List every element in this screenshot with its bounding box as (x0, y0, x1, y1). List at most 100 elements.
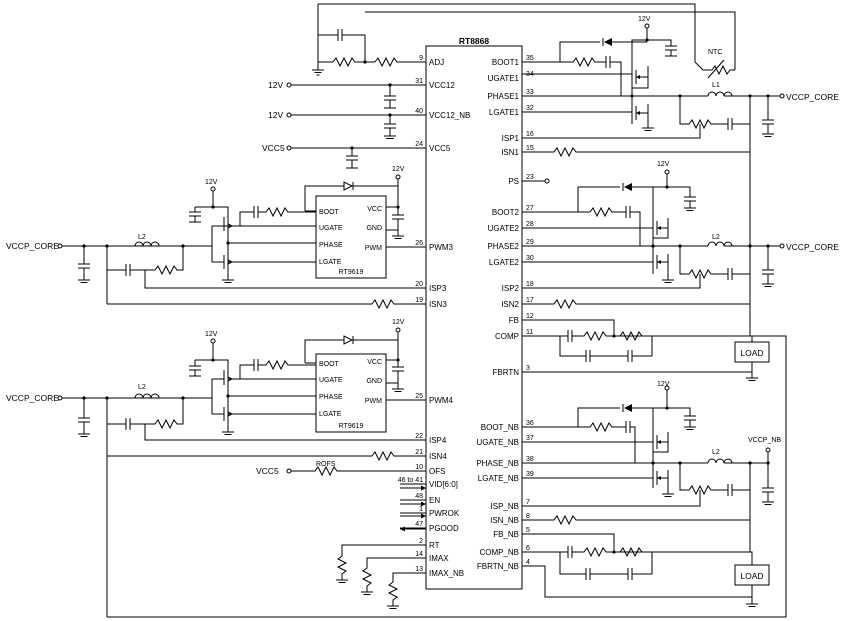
vccp-nb-label: VCCP_NB (748, 437, 781, 444)
chip-right-pin-label: LGATE2 (489, 258, 520, 267)
chip-left-pin-label: VCC5 (429, 144, 451, 153)
chip-right-pin-number: 5 (526, 527, 530, 534)
chip-left-pin-number: 40 (415, 108, 423, 115)
phase2-power-stage: 12V L2 (522, 161, 839, 310)
chip-right-pin-number: 7 (526, 499, 530, 506)
chip-name: RT8868 (459, 36, 490, 46)
chip-right-pin-number: 23 (526, 174, 534, 181)
chip-right-pin-number: 29 (526, 239, 534, 246)
chip-left-pin-label: PWROK (429, 509, 460, 518)
chip-right-pin-number: 27 (526, 205, 534, 212)
vccp-core-label-left2: VCCP_CORE (6, 393, 59, 403)
chip-right-pin-label: PHASE_NB (476, 459, 519, 468)
chip-left-pin-number: 47 (415, 521, 423, 528)
chip-left-pin-number: 1 (419, 506, 423, 513)
driver2-name: RT9619 (339, 423, 364, 430)
driver1-boot-pin: BOOT (319, 209, 340, 216)
driver1-name: RT9619 (339, 269, 364, 276)
chip-left-pin-label: PWM4 (429, 396, 454, 405)
driver2-vcc-pin: VCC (367, 359, 382, 366)
l2-label-3: L2 (712, 234, 720, 241)
chip-left-pin-label: OFS (429, 467, 445, 476)
chip-right-pin-number: 18 (526, 281, 534, 288)
chip-right-pin-number: 39 (526, 471, 534, 478)
chip-right-pin-number: 12 (526, 313, 534, 320)
chip-right-pin-label: FBRTN_NB (477, 562, 519, 571)
chip-right-pin-number: 38 (526, 456, 534, 463)
chip-left-pin-number: 31 (415, 78, 423, 85)
load-label-2: LOAD (740, 571, 763, 581)
chip-right-pin-number: 28 (526, 221, 534, 228)
chip-left-pin-label: VCC12 (429, 81, 455, 90)
chip-right-pin-number: 4 (526, 559, 530, 566)
driver1-pwm-pin: PWM (365, 245, 382, 252)
phase3-12v-label: 12V (205, 179, 218, 186)
phase1-12v-label: 12V (638, 16, 651, 23)
vccp-core-label-right2: VCCP_CORE (786, 242, 839, 252)
driver1-12v-label: 12V (392, 166, 405, 173)
chip-right-pin-label: BOOT2 (492, 208, 520, 217)
chip-right-pin-number: 16 (526, 131, 534, 138)
chip-right-pin-label: ISP_NB (491, 502, 519, 511)
driver2-pwm-pin: PWM (365, 398, 382, 405)
driver1-vcc-pin: VCC (367, 206, 382, 213)
chip-right-pin-label: UGATE2 (488, 224, 520, 233)
compensation-network: LOAD (107, 319, 787, 618)
chip-right-pin-label: LGATE1 (489, 108, 520, 117)
load-label-1: LOAD (740, 348, 763, 358)
l2-label-2: L2 (138, 384, 146, 391)
vccp-core-label-left1: VCCP_CORE (6, 241, 59, 251)
chip-left-pin-number: 46 to 41 (398, 477, 423, 484)
l2-label-nb: L2 (712, 449, 720, 456)
chip-right-pin-number: 17 (526, 297, 534, 304)
chip-left-pin-number: 20 (415, 281, 423, 288)
chip-right-pin-label: LGATE_NB (478, 474, 519, 483)
chip-right-pin-label: PHASE1 (487, 92, 519, 101)
driver2-lgate-pin: LGATE (319, 411, 342, 418)
ps-pin-net (522, 178, 550, 184)
chip-left-pin-label: ISP4 (429, 436, 447, 445)
chip-right-pin-number: 33 (526, 89, 534, 96)
chip-right-pin-label: UGATE1 (488, 74, 520, 83)
rt9619-driver-phase4: BOOT UGATE PHASE LGATE VCC GND PWM RT961… (6, 319, 426, 617)
chip-right-pin-number: 15 (526, 145, 534, 152)
chip-left-pin-label: VCC12_NB (429, 111, 470, 120)
chip-left-pin-label: PWM3 (429, 243, 454, 252)
chip-left-pin-label: ISP3 (429, 284, 447, 293)
chip-left-pin-number: 14 (415, 551, 423, 558)
chip-right-pin-label: FB_NB (493, 530, 519, 539)
chip-right-pin-label: COMP_NB (479, 548, 519, 557)
chip-right-pin-label: ISP2 (502, 284, 520, 293)
chip-left-pin-number: 48 (415, 493, 423, 500)
chip-right-pin-label: ISN2 (501, 300, 519, 309)
chip-left-pin-number: 13 (415, 566, 423, 573)
rt-imax-resistors (336, 544, 426, 609)
chip-left-pin-number: 26 (415, 240, 423, 247)
chip-right-pin-label: UGATE_NB (476, 438, 519, 447)
chip-right-pin-number: 37 (526, 435, 534, 442)
rt9619-driver-phase3: BOOT UGATE PHASE LGATE VCC GND PWM RT961… (6, 166, 426, 310)
vccp-core-label-right1: VCCP_CORE (786, 92, 839, 102)
vcc12-supply: 12V 12V VCC5 (262, 80, 426, 169)
chip-right-pin-number: 6 (526, 545, 530, 552)
driver2-phase-pin: PHASE (319, 394, 343, 401)
driver2-12v-label: 12V (392, 319, 405, 326)
chip-right-pin-number: 8 (526, 513, 530, 520)
chip-left-pin-label: PGOOD (429, 524, 459, 533)
nb-power-stage: 12V L2 (522, 381, 781, 607)
chip-right-pin-label: PHASE2 (487, 242, 519, 251)
chip-right-pin-label: FBRTN (492, 368, 519, 377)
driver1-ugate-pin: UGATE (319, 225, 343, 232)
vcc12-net-label: 12V (268, 80, 283, 90)
vcc12nb-net-label: 12V (268, 110, 283, 120)
chip-right-pin-label: BOOT1 (492, 58, 520, 67)
chip-left-pin-number: 24 (415, 141, 423, 148)
l2-label-1: L2 (138, 234, 146, 241)
chip-right-pin-number: 11 (526, 329, 533, 336)
phase4-12v-label: 12V (205, 331, 218, 338)
chip-right-pin-label: ISP1 (502, 134, 520, 143)
chip-right-pin-label: PS (508, 177, 519, 186)
chip-left-pin-number: 9 (419, 55, 423, 62)
chip-right-pin-number: 3 (526, 365, 530, 372)
